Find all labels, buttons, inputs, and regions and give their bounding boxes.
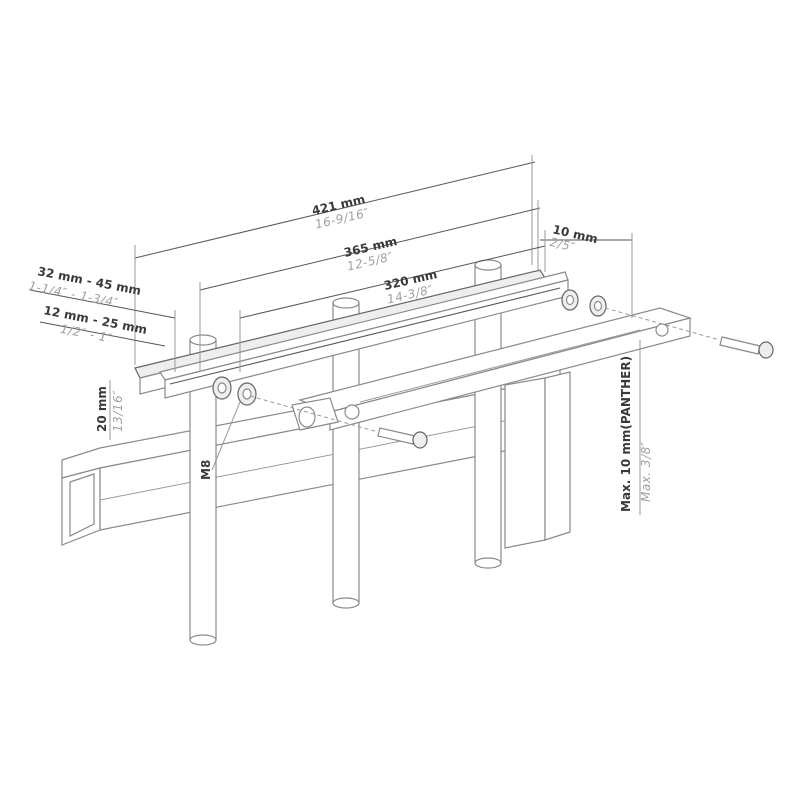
max-thickness-mm: Max. 10 mm(PANTHER) — [619, 356, 633, 512]
front-bar — [291, 307, 693, 431]
dim-20-mm: 20 mm — [95, 386, 109, 432]
round-posts — [189, 259, 502, 646]
max-thickness-inch: Max. 3/8″ — [639, 441, 653, 502]
washers — [212, 289, 607, 406]
dim-10-inch: 2/5″ — [548, 235, 576, 254]
rectangular-post — [504, 371, 571, 549]
rear-rail — [134, 269, 569, 399]
dimension-lines — [29, 155, 641, 515]
dim-20-inch: 13/16″ — [111, 390, 125, 432]
bolt-size-label: M8 — [199, 460, 213, 480]
screws — [249, 307, 774, 449]
